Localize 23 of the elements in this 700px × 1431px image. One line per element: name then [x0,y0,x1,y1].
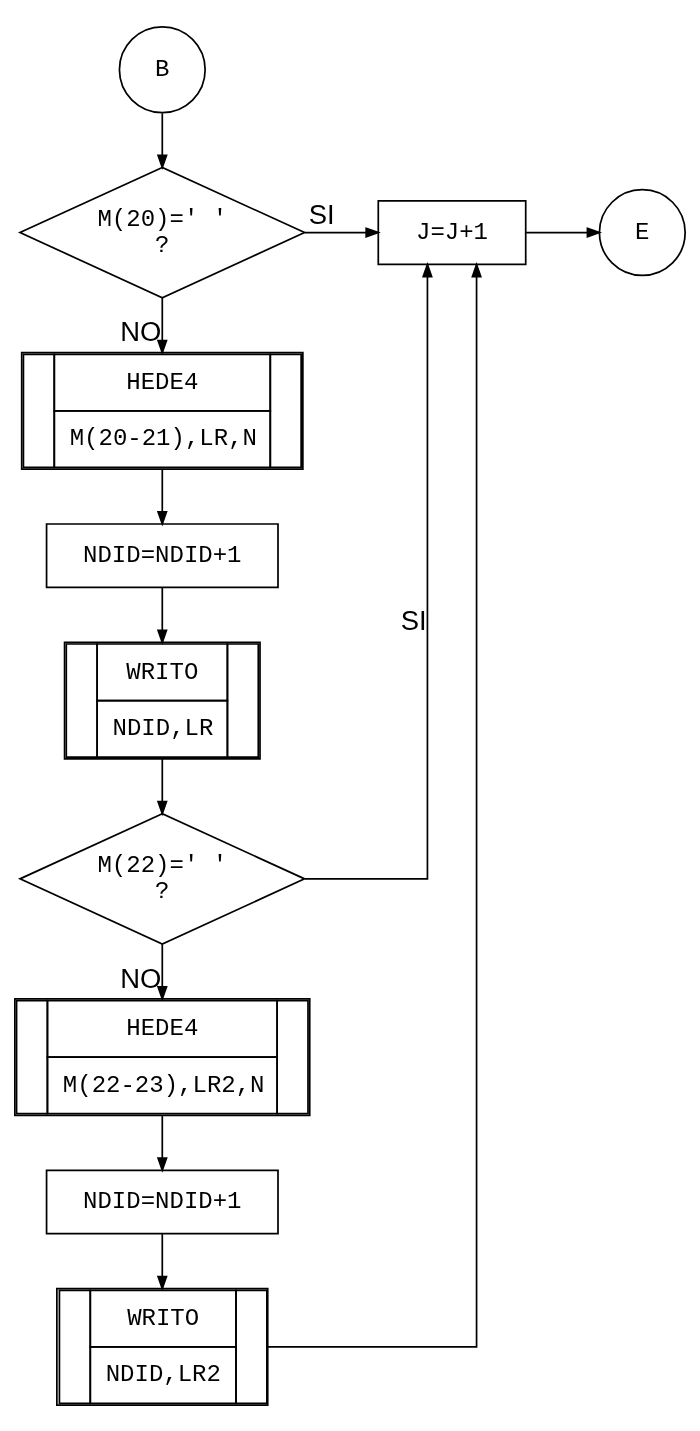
node-circle: E [598,188,686,276]
arrow [303,226,381,238]
arrow [156,468,168,526]
edge-label: NO [120,961,162,993]
node-circle: B [118,25,206,113]
arrow [525,226,602,238]
arrow [156,757,168,816]
arrow [156,112,168,170]
arrow [156,1232,168,1291]
arrow [156,1114,168,1173]
node-box: NDID=NDID+1 [45,522,279,588]
node-diamond: M(20)=' ' ? [17,166,307,299]
arrow [156,296,168,355]
node-diamond: M(22)=' ' ? [17,812,307,945]
node-box: NDID=NDID+1 [45,1168,279,1235]
arrow [266,261,482,1348]
arrow [304,261,433,880]
edge-label: SI [400,604,427,636]
edge-label: NO [120,315,162,347]
node-box: J=J+1 [377,199,527,265]
edge-label: SI [308,198,335,230]
arrow [156,586,168,645]
arrow [156,942,168,1001]
